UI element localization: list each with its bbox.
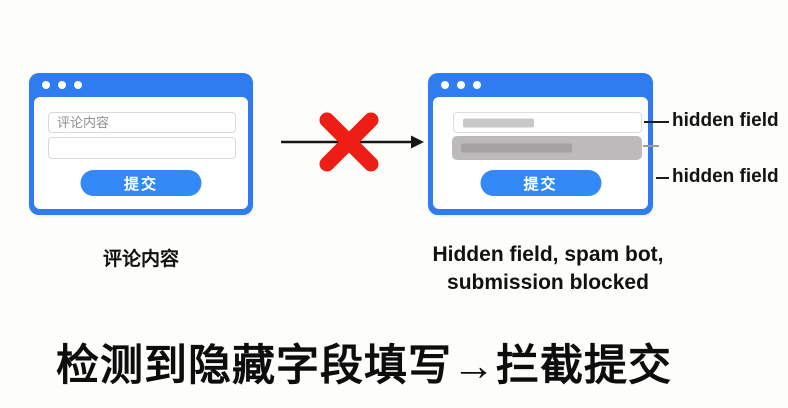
- left-caption: 评论内容: [102, 249, 179, 270]
- window-dot-icon: [74, 81, 82, 89]
- right-caption-line1: Hidden field, spam bot,: [432, 243, 664, 266]
- blocked-x-icon: [319, 112, 379, 172]
- window-dot-icon: [441, 81, 449, 89]
- flow-arrow: [281, 135, 424, 149]
- hidden-field-1[interactable]: [453, 112, 642, 133]
- page-headline: 检测到隐藏字段填写→拦截提交: [56, 342, 672, 390]
- hidden-field-label-1: hidden field: [672, 110, 779, 131]
- right-caption: Hidden field, spam bot, submission block…: [418, 241, 678, 297]
- left-window-titlebar: [29, 73, 253, 97]
- right-window-titlebar: [428, 73, 653, 97]
- window-dot-icon: [42, 81, 50, 89]
- right-browser-window: 提交: [428, 73, 653, 215]
- submit-button-left[interactable]: 提交: [80, 170, 202, 196]
- hidden-field-label-2: hidden field: [672, 166, 779, 187]
- comment-input[interactable]: [48, 112, 236, 133]
- redacted-text-bar: [461, 143, 572, 153]
- hidden-field-2[interactable]: [452, 136, 642, 160]
- left-browser-window: 提交: [29, 73, 253, 215]
- window-dot-icon: [58, 81, 66, 89]
- left-window-body: 提交: [34, 97, 248, 209]
- window-dot-icon: [457, 81, 465, 89]
- right-caption-line2: submission blocked: [447, 271, 649, 294]
- right-window-body: 提交: [433, 97, 648, 209]
- submit-button-right[interactable]: 提交: [480, 170, 601, 196]
- redacted-text-bar: [463, 118, 534, 127]
- extra-input[interactable]: [48, 137, 236, 159]
- window-dot-icon: [473, 81, 481, 89]
